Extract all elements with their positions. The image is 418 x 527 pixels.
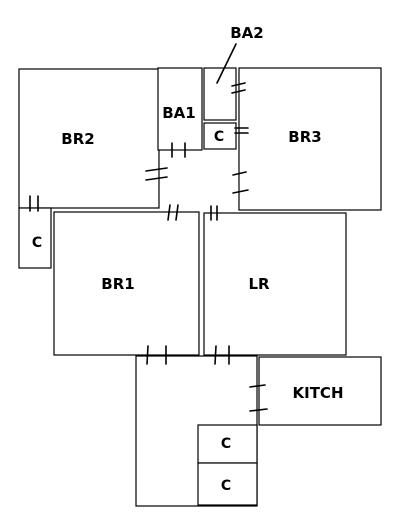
label-closet-lower: C xyxy=(221,478,231,494)
label-ba1: BA1 xyxy=(162,104,195,122)
room-closet-br2 xyxy=(18,207,52,269)
room-lr xyxy=(203,212,347,356)
door-br3-ba2 xyxy=(231,82,246,94)
room-closet-ba xyxy=(203,122,237,150)
door-br3-hall xyxy=(232,171,249,194)
door-br2-closet xyxy=(29,195,39,212)
label-lr: LR xyxy=(248,275,270,293)
door-br3-closet xyxy=(234,127,249,134)
label-closet-br2: C xyxy=(32,235,42,251)
room-closet-upper xyxy=(197,424,258,464)
door-ba1 xyxy=(171,142,186,158)
room-br2 xyxy=(18,68,160,209)
label-br1: BR1 xyxy=(101,275,134,293)
room-closet-lower xyxy=(197,462,258,506)
room-br3 xyxy=(238,67,382,211)
door-br1-top xyxy=(167,204,179,221)
label-br3: BR3 xyxy=(288,128,321,146)
label-kitch: KITCH xyxy=(293,384,344,402)
room-kitch xyxy=(258,356,382,426)
label-closet-ba: C xyxy=(214,129,224,145)
label-ba2: BA2 xyxy=(230,24,263,42)
label-closet-upper: C xyxy=(221,436,231,452)
ba2-pointer-line xyxy=(216,43,237,84)
room-ba1 xyxy=(157,67,203,151)
door-lr-top xyxy=(210,205,218,221)
room-br1 xyxy=(53,211,200,356)
door-br1-bottom xyxy=(146,345,167,365)
door-br2-hall xyxy=(145,167,168,181)
label-br2: BR2 xyxy=(61,130,94,148)
door-lr-bottom xyxy=(214,345,230,365)
door-kitchen xyxy=(249,384,268,412)
